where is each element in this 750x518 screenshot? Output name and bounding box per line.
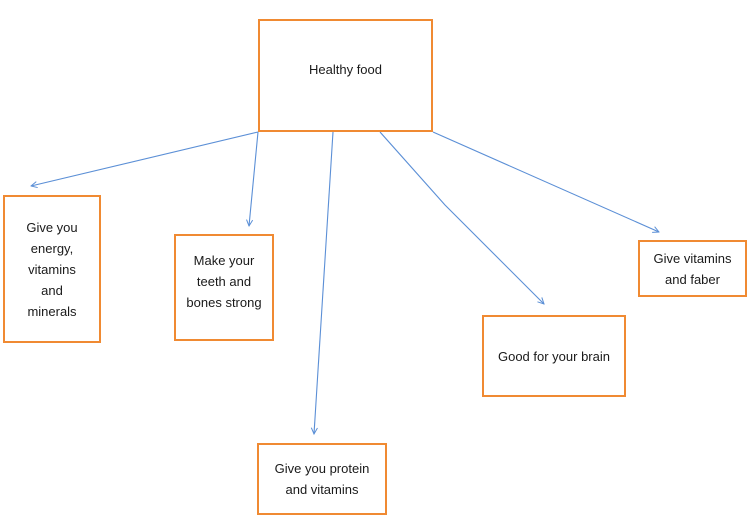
arrow-to-teeth bbox=[249, 131, 259, 226]
arrow-to-energy bbox=[31, 131, 259, 186]
node-brain-label: Good for your brain bbox=[497, 348, 610, 364]
node-fiber-label: Give vitamins and faber bbox=[653, 250, 732, 287]
node-protein: Give you protein and vitamins bbox=[257, 443, 387, 515]
node-energy-label: Give you energy, vitamins and minerals bbox=[26, 219, 78, 319]
node-energy: Give you energy, vitamins and minerals bbox=[3, 195, 101, 343]
node-teeth: Make your teeth and bones strong bbox=[174, 234, 274, 341]
arrow-to-protein bbox=[314, 131, 334, 434]
node-protein-label: Give you protein and vitamins bbox=[274, 461, 370, 497]
arrow-to-fiber bbox=[432, 131, 659, 232]
node-brain: Good for your brain bbox=[482, 315, 626, 397]
node-teeth-label: Make your teeth and bones strong bbox=[186, 253, 262, 310]
root-node-healthy-food: Healthy food bbox=[258, 19, 433, 132]
arrow-to-brain bbox=[379, 131, 544, 304]
root-node-label: Healthy food bbox=[309, 62, 382, 77]
node-fiber: Give vitamins and faber bbox=[638, 240, 747, 297]
